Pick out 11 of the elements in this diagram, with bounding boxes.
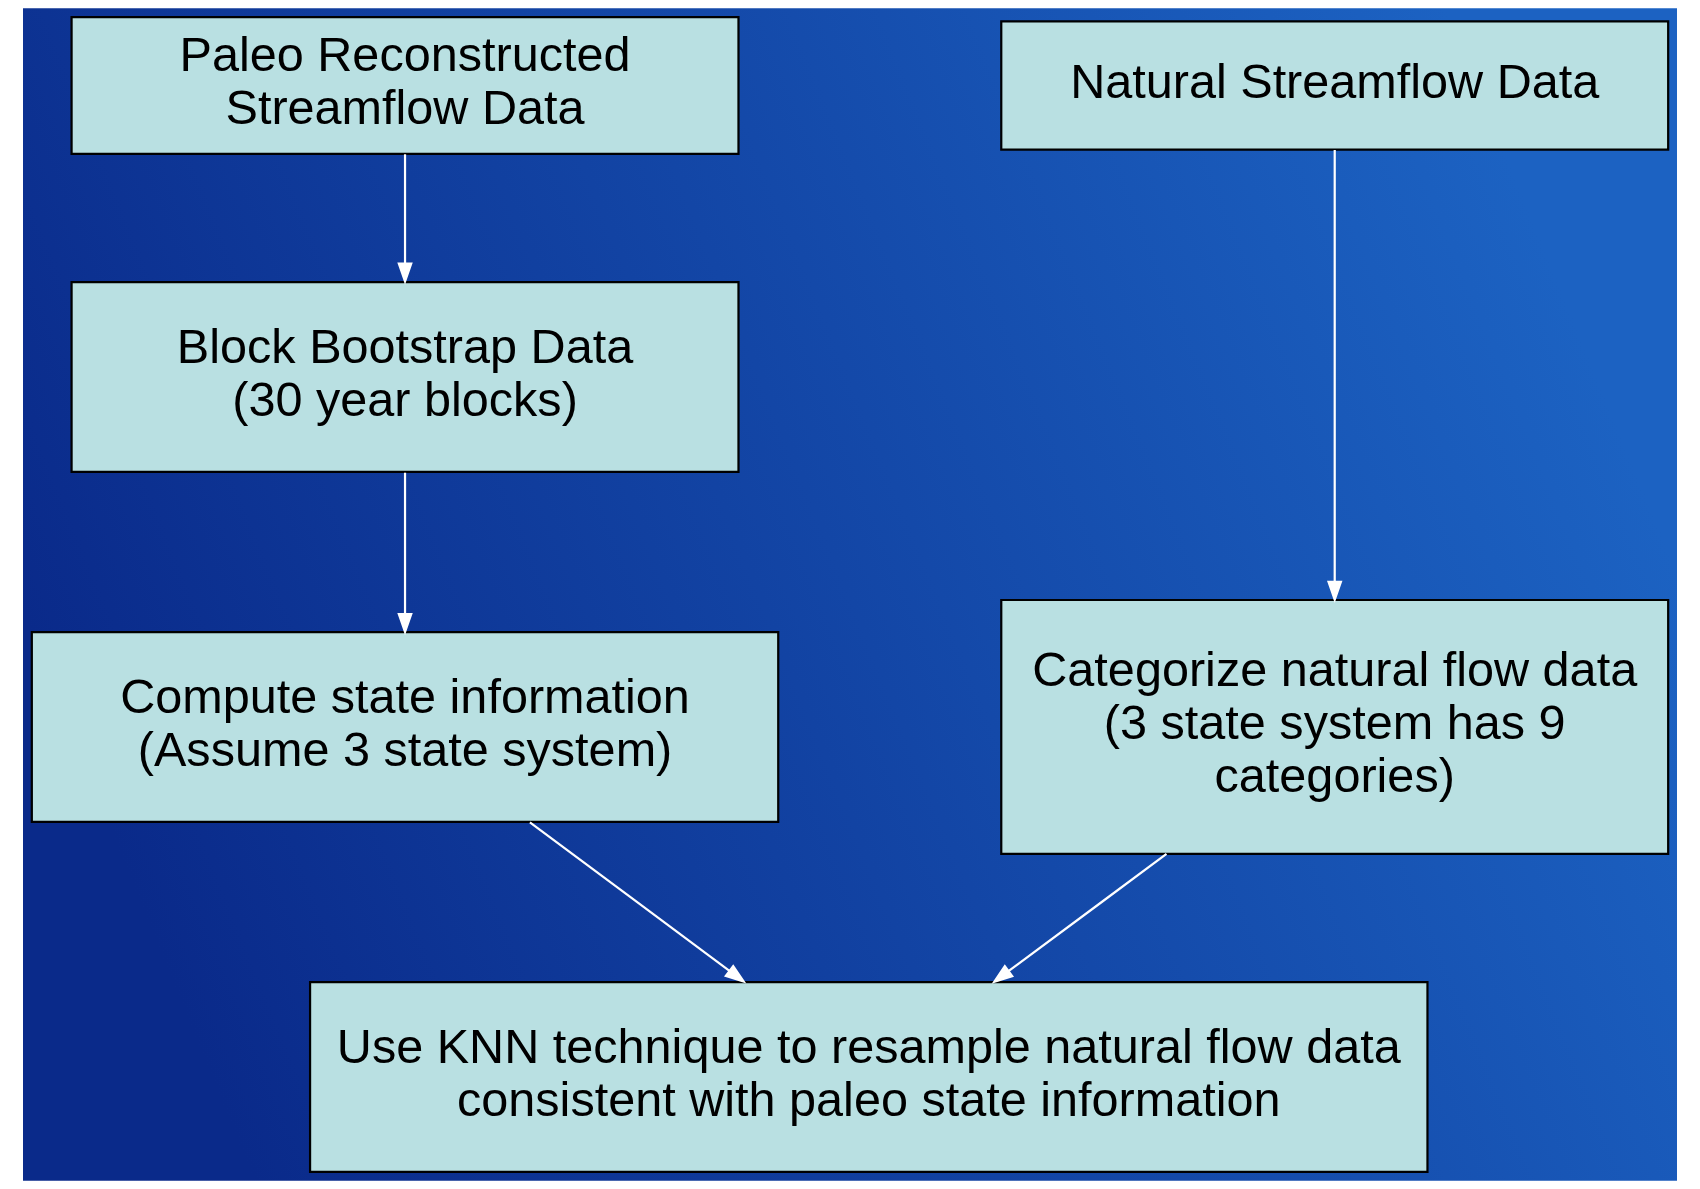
node-box: Use KNN technique to resample natural flow data consistent with paleo state information <box>308 980 1429 1174</box>
arrow <box>397 154 413 285</box>
arrow <box>529 821 747 984</box>
node-box: Categorize natural flow data (3 state system has 9 categories) <box>1000 598 1670 856</box>
node-box: Block Bootstrap Data (30 year blocks) <box>70 280 740 474</box>
node-box: Natural Streamflow Data <box>1000 20 1670 151</box>
arrow <box>397 472 413 636</box>
arrow <box>991 853 1168 984</box>
arrow <box>1326 149 1343 603</box>
node-box: Paleo Reconstructed Streamflow Data <box>70 15 740 156</box>
node-box: Compute state information (Assume 3 state system) <box>30 630 780 824</box>
